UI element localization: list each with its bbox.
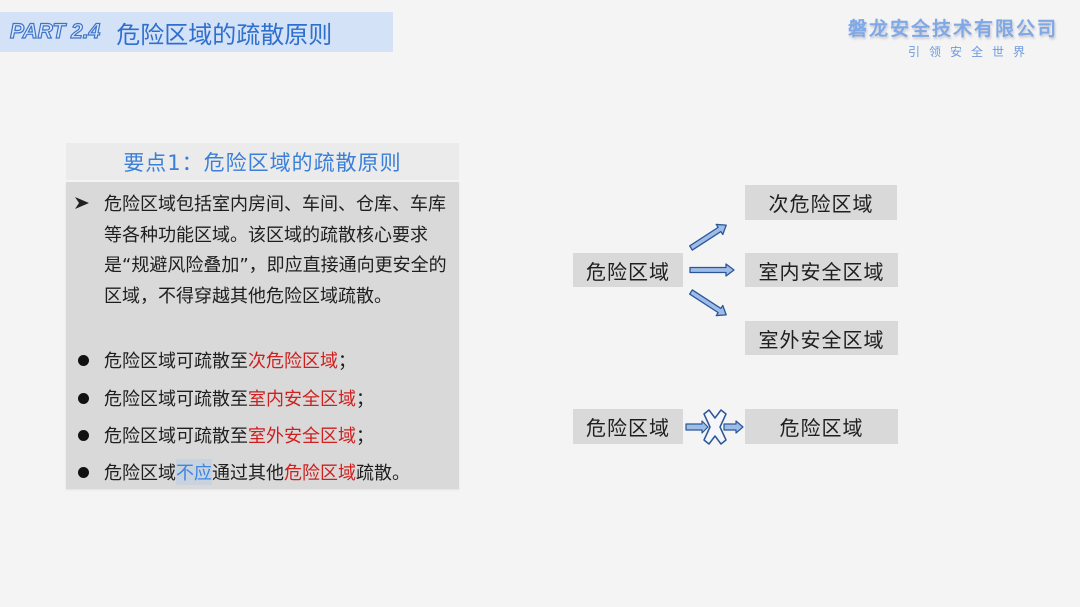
bullet-suffix: ；: [356, 389, 374, 410]
diagram-target-box: 室外安全区域: [745, 321, 898, 355]
diagram-source-box: 危险区域: [573, 253, 683, 287]
diagram-target-box: 室内安全区域: [745, 253, 898, 287]
part-label: PART 2.4: [9, 19, 101, 43]
bullet-item: 危险区域可疏散至室内安全区域；: [66, 383, 459, 413]
forbidden-crossed-arrow-icon: [685, 409, 744, 445]
company-name: 磐龙安全技术有限公司: [847, 18, 1058, 40]
bullet-text: 危险区域可疏散至: [104, 351, 248, 372]
bullet-highlight: 室内安全区域: [248, 389, 356, 410]
bullet-negation: 不应: [176, 459, 212, 485]
flow-arrows-icon: [688, 223, 735, 317]
bullet-dot-icon: [78, 466, 89, 478]
bullet-dot-icon: [78, 392, 89, 404]
company-slogan: 引领安全世界: [907, 45, 1034, 59]
bullet-item: 危险区域可疏散至室外安全区域；: [66, 420, 459, 450]
bullet-suffix: 疏散。: [356, 463, 410, 484]
card-heading: 要点1：危险区域的疏散原则: [66, 143, 459, 180]
bullet-highlight: 次危险区域: [248, 351, 338, 372]
diagram-target-box: 次危险区域: [745, 185, 897, 220]
bullet-text: 危险区域: [104, 463, 176, 484]
bullet-text: 危险区域可疏散至: [104, 389, 248, 410]
arrowhead-bullet-icon: [75, 197, 89, 209]
company-logo: 磐龙安全技术有限公司 引领安全世界: [848, 14, 1058, 60]
bullet-dot-icon: [78, 429, 89, 441]
bullet-dot-icon: [78, 354, 89, 366]
bullet-text: 通过其他: [212, 463, 284, 484]
bullet-suffix: ；: [338, 351, 356, 372]
forbidden-target-box: 危险区域: [745, 409, 898, 444]
bullet-item: 危险区域不应通过其他危险区域疏散。: [66, 457, 459, 487]
card-body: 危险区域包括室内房间、车间、仓库、车库等各种功能区域。该区域的疏散核心要求是“规…: [66, 182, 459, 489]
bullet-item: 危险区域可疏散至次危险区域；: [66, 345, 459, 375]
forbidden-source-box: 危险区域: [573, 409, 683, 444]
bullet-text: 危险区域可疏散至: [104, 426, 248, 447]
bullet-highlight: 危险区域: [284, 463, 356, 484]
section-title-bar: PART 2.4 危险区域的疏散原则: [0, 12, 393, 52]
bullet-suffix: ；: [356, 426, 374, 447]
bullet-highlight: 室外安全区域: [248, 426, 356, 447]
page-title: 危险区域的疏散原则: [116, 20, 333, 49]
card-paragraph: 危险区域包括室内房间、车间、仓库、车库等各种功能区域。该区域的疏散核心要求是“规…: [104, 194, 447, 307]
